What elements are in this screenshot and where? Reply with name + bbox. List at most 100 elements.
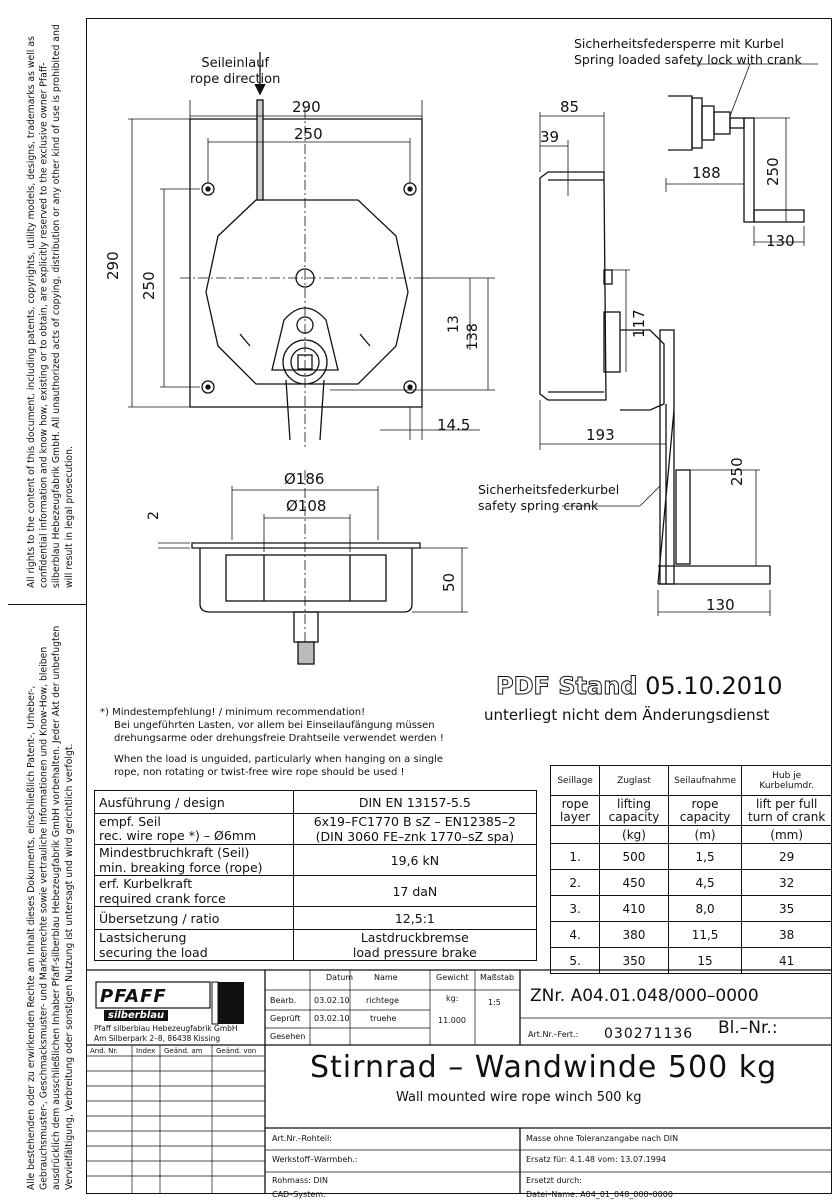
spec-ratio-label: Übersetzung / ratio <box>94 906 294 930</box>
dim-39: 39 <box>540 128 560 146</box>
stamp-subtitle: unterliegt nicht dem Änderungsdienst <box>484 706 770 724</box>
bearb-name: richtege <box>366 996 400 1005</box>
side-divider <box>8 604 86 605</box>
artnr-label: Art.Nr.–Fert.: <box>528 1030 579 1039</box>
cap-cell: 1. <box>549 843 601 870</box>
cap-cell: 41 <box>741 947 832 974</box>
cap-header: Seilaufnahme <box>667 765 743 796</box>
cap-cell: 5. <box>549 947 601 974</box>
cap-unit: (kg) <box>599 825 669 844</box>
dim-14-5: 14.5 <box>437 416 471 434</box>
replaces: Ersatz für: 4.1.48 vom: 13.07.1994 <box>526 1155 667 1164</box>
col-datum: Datum <box>326 973 354 982</box>
cap-cell: 410 <box>599 895 669 922</box>
weight-value: 11.000 <box>438 1016 466 1025</box>
row-gesehen: Gesehen <box>270 1032 306 1041</box>
tolerance-note: Masse ohne Toleranzangabe nach DIN <box>526 1134 679 1143</box>
dim-138: 138 <box>465 323 481 350</box>
cap-cell: 38 <box>741 921 832 948</box>
pfaff-logo <box>95 981 244 1025</box>
gepr-date: 03.02.10 <box>314 1014 350 1023</box>
spec-design-label: Ausführung / design <box>94 790 294 814</box>
dim-117: 117 <box>630 309 648 338</box>
dim-108: Ø108 <box>286 497 327 515</box>
dim-2: 2 <box>146 511 162 520</box>
spec-break-value: 19,6 kN <box>292 844 538 876</box>
dim-250-crank: 250 <box>764 157 782 186</box>
cap-header-en: rope capacity <box>667 795 743 826</box>
file-name: Datei–Name: A04_01_048_000–0000 <box>526 1190 673 1199</box>
logo-sub: silberblau <box>104 1010 169 1021</box>
bearb-date: 03.02.10 <box>314 996 350 1005</box>
rohmass: Rohmass: DIN <box>272 1176 328 1185</box>
rev-col: Geänd. von <box>216 1047 257 1055</box>
side-housing <box>539 171 607 401</box>
dim-290-top: 290 <box>292 98 321 116</box>
spec-ratio-value: 12,5:1 <box>292 906 538 930</box>
capacity-table: Seillage Zuglast Seilaufnahme Hub je Kur… <box>549 765 832 974</box>
drawing-title: Stirnrad – Wandwinde 500 kg <box>310 1050 778 1085</box>
cap-cell: 15 <box>667 947 743 974</box>
dim-290-left: 290 <box>104 251 122 280</box>
cap-header: Hub je Kurbelumdr. <box>741 765 832 796</box>
cap-header-en: lift per full turn of crank <box>741 795 832 826</box>
cap-cell: 1,5 <box>667 843 743 870</box>
cap-cell: 8,0 <box>667 895 743 922</box>
col-gewicht: Gewicht <box>436 973 469 982</box>
rev-col: And. Nr. <box>90 1047 118 1055</box>
dim-250-top: 250 <box>294 125 323 143</box>
cap-header-en: rope layer <box>549 795 601 826</box>
cap-cell: 11,5 <box>667 921 743 948</box>
cap-cell: 350 <box>599 947 669 974</box>
dim-50: 50 <box>440 572 458 592</box>
dim-130-crank: 130 <box>766 232 795 250</box>
scale: 1:5 <box>488 998 501 1007</box>
spec-crank-value: 17 daN <box>292 875 538 907</box>
cap-unit: (mm) <box>741 825 832 844</box>
pdf-stand-stamp: PDF Stand 05.10.2010 <box>495 672 783 701</box>
cap-cell: 3. <box>549 895 601 922</box>
dim-250-right: 250 <box>728 457 746 486</box>
col-massstab: Maßstab <box>480 973 515 982</box>
dim-186: Ø186 <box>284 470 325 488</box>
drawing-frame <box>86 18 832 1194</box>
cap-cell: 2. <box>549 869 601 896</box>
rev-col: Index <box>136 1047 156 1055</box>
spec-design-value: DIN EN 13157-5.5 <box>292 790 538 814</box>
werkstoff: Werkstoff–Warmbeh.: <box>272 1155 358 1164</box>
cap-cell: 32 <box>741 869 832 896</box>
dim-193: 193 <box>586 426 615 444</box>
cap-unit: (m) <box>667 825 743 844</box>
cap-unit <box>549 825 601 844</box>
company-name: Pfaff silberblau Hebezeugfabrik GmbH <box>94 1024 238 1033</box>
spec-rope-value: 6x19–FC1770 B sZ – EN12385–2(DIN 3060 FE… <box>292 813 538 845</box>
artnr-value: 030271136 <box>604 1026 694 1042</box>
cap-header-en: lifting capacity <box>599 795 669 826</box>
replaced-by: Ersetzt durch: <box>526 1176 582 1185</box>
rev-col: Geänd. am <box>164 1047 203 1055</box>
weight-unit: kg: <box>446 994 459 1003</box>
cap-cell: 450 <box>599 869 669 896</box>
row-gepr: Geprüft <box>270 1014 301 1023</box>
winch-housing <box>205 199 409 385</box>
dim-130-right: 130 <box>706 596 735 614</box>
drawing-number: ZNr. A04.01.048/000–0000 <box>530 986 759 1006</box>
spec-break-label: Mindestbruchkraft (Seil)min. breaking fo… <box>94 844 294 876</box>
cap-cell: 500 <box>599 843 669 870</box>
dim-85: 85 <box>560 98 580 116</box>
mounting-plate <box>189 118 423 408</box>
row-bearb: Bearb. <box>270 996 297 1005</box>
cap-cell: 29 <box>741 843 832 870</box>
dim-250-left: 250 <box>140 271 158 300</box>
cap-cell: 35 <box>741 895 832 922</box>
